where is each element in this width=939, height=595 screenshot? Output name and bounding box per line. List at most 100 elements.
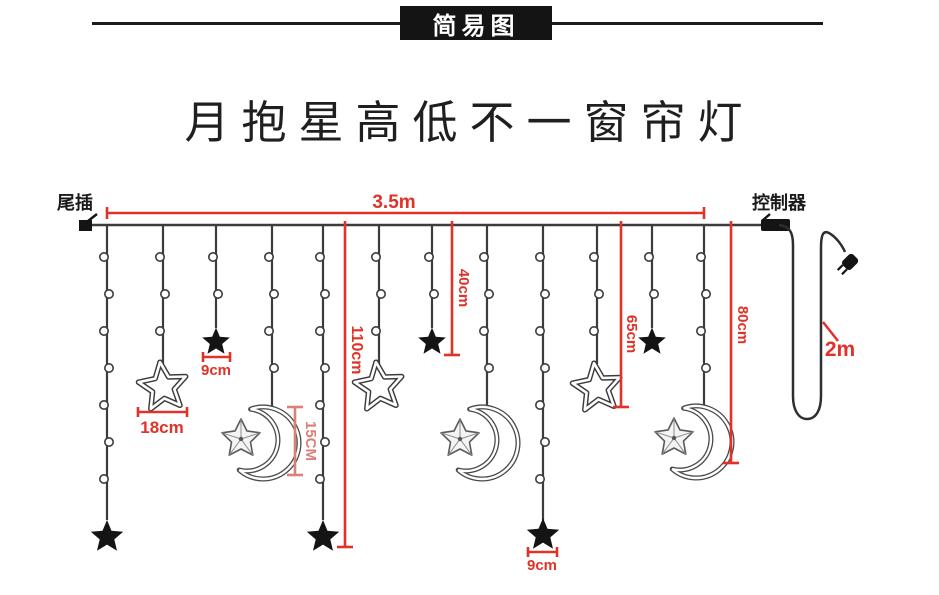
led-bulb [539,436,550,447]
dim-label: 9cm [527,557,557,574]
led-bulb [160,288,171,299]
dim-15CM: 15CM [287,405,319,477]
led-bulb [99,473,110,484]
led-bulb [213,288,224,299]
led-bulb [428,288,439,299]
led-bulb [700,288,711,299]
power-cord [778,223,847,421]
light-string-6 [351,225,405,412]
led-bulb [319,288,330,299]
moon-star-ornament [654,403,735,481]
led-bulb [104,288,115,299]
controller-label: 控制器 [752,192,807,213]
led-bulb [99,325,110,336]
led-bulb [700,362,711,373]
led-bulb [695,252,706,263]
led-bulb [99,399,110,410]
light-string-7 [418,225,446,354]
led-bulb [483,362,494,373]
dim-65cm: 65cm [613,221,640,409]
black-star-ornament [306,520,340,551]
controller-pointer [761,213,771,222]
light-string-4 [221,225,302,482]
led-bulb [534,252,545,263]
led-bulb [263,325,274,336]
led-bulb [695,325,706,336]
moon-star-ornament [440,404,521,482]
controller-box [761,219,790,231]
dim-label: 80cm [734,306,751,344]
led-bulb [314,473,325,484]
led-bulb [534,399,545,410]
dim-label: 9cm [201,362,231,379]
led-bulb [483,288,494,299]
black-star-ornament [526,518,560,549]
light-string-11 [638,225,666,354]
led-bulb [478,252,489,263]
dim-40cm: 40cm [444,221,472,357]
dim-label: 40cm [455,269,472,307]
light-string-8 [440,225,521,482]
dim-3.5m: 3.5m [105,192,706,219]
dim-110cm: 110cm [337,221,365,549]
light-string-5 [306,225,340,551]
cord-length-label: 2m [825,338,855,361]
led-bulb [370,325,381,336]
light-string-1 [90,225,124,551]
cord-length-pointer [822,321,839,342]
led-bulb [643,252,654,263]
led-bulb [314,325,325,336]
led-bulb [155,325,166,336]
dim-label: 110cm [348,326,365,375]
led-bulb [155,252,166,263]
led-bulb [539,288,550,299]
led-bulb [588,325,599,336]
led-bulb [319,362,330,373]
dim-9cm: 9cm [201,352,232,379]
led-bulb [588,252,599,263]
led-bulb [593,288,604,299]
led-bulb [319,436,330,447]
moon-star-ornament [221,404,302,482]
dim-18cm: 18cm [136,407,189,437]
led-bulb [208,252,219,263]
banner-label: 简易图 [432,12,520,40]
dim-label: 15CM [302,421,319,461]
power-plug-icon [836,253,859,276]
banner-line-right [552,22,823,25]
light-string-3 [202,225,230,354]
black-star-ornament [202,327,230,354]
led-bulb [99,252,110,263]
dim-label: 3.5m [372,192,415,213]
dim-9cm: 9cm [526,547,559,574]
led-bulb [534,473,545,484]
light-string-2 [135,225,189,412]
led-bulb [423,252,434,263]
led-bulb [263,252,274,263]
black-star-ornament [638,327,666,354]
light-string-12 [654,225,735,481]
tail-plug-square [79,220,92,231]
led-bulb [268,362,279,373]
dim-label: 18cm [140,418,183,437]
product-title: 月抱星高低不一窗帘灯 [184,96,755,149]
black-star-ornament [418,327,446,354]
led-bulb [375,288,386,299]
led-bulb [104,362,115,373]
led-bulb [539,362,550,373]
black-star-ornament [90,520,124,551]
banner: 简易图 [400,6,552,40]
tail-plug-label: 尾插 [57,192,93,213]
led-bulb [314,252,325,263]
led-bulb [534,325,545,336]
tail-plug-pointer [87,213,98,222]
light-string-9 [526,225,560,549]
led-bulb [268,288,279,299]
banner-line-left [92,22,400,25]
dim-80cm: 80cm [723,221,751,465]
led-bulb [478,325,489,336]
led-bulb [104,436,115,447]
led-bulb [648,288,659,299]
